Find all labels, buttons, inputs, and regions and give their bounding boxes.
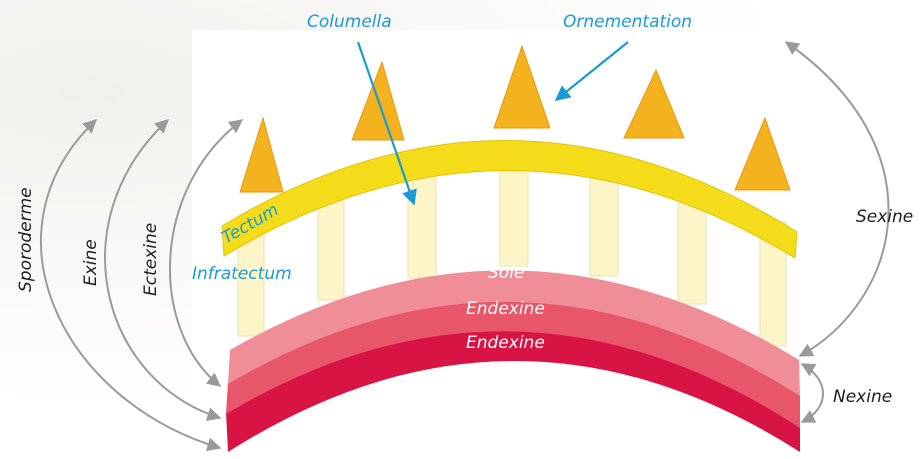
sole-label: Sole [488,263,524,283]
sporoderme-label: Sporoderme [16,187,36,292]
columella-bar [408,164,436,278]
columella-bar [500,158,528,266]
infratectum-label: Infratectum [192,264,292,284]
ornementation-label: Ornementation [563,12,692,32]
sexine-label: Sexine [856,207,913,227]
nexine-label: Nexine [833,387,892,407]
endexine-label-2: Endexine [466,333,545,353]
exine-label: Exine [81,239,101,286]
ectexine-label: Ectexine [141,223,161,296]
endexine-label-1: Endexine [466,299,545,319]
columella-label: Columella [307,12,392,32]
